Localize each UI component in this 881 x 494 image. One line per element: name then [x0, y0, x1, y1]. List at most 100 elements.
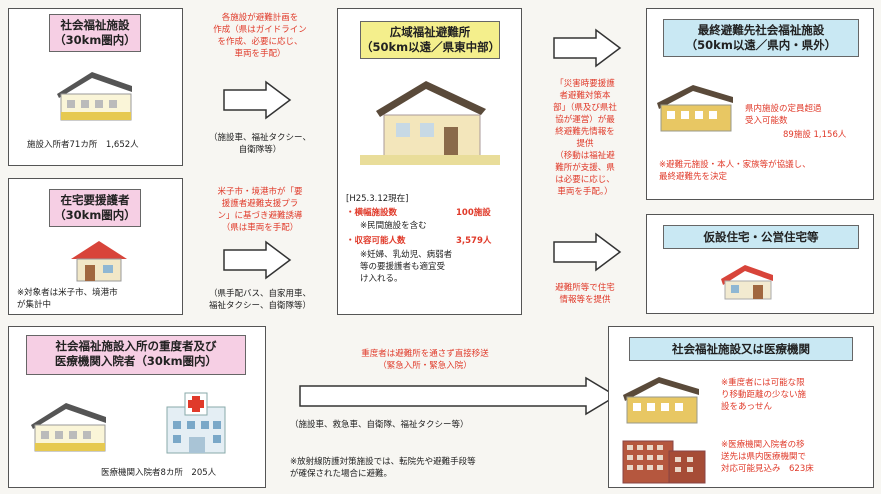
text-line: 自衛隊等）: [238, 145, 282, 155]
arrow-right-icon: [552, 28, 622, 68]
shelter-stat2-label: ・収容可能人数: [346, 236, 406, 246]
arrow1-black-text: （施設車、福祉タクシー、 自衛隊等）: [190, 132, 330, 156]
arrow-right-icon: [552, 232, 622, 272]
arrow2-red-text: 米子市・境港市が「要 援護者避難支援プラ ン」に基づき避難誘導 （県は車両を手配…: [190, 186, 330, 234]
shelter-stat1-note: ※民間施設を含む: [360, 221, 427, 231]
text-line: 県内施設の定員超過: [745, 104, 822, 114]
direct-transfer-red-text: 重度者は避難所を通さず直接移送 （緊急入所・緊急入院）: [300, 348, 550, 372]
radiation-footnote: ※放射線防護対策施設では、転院先や避難手段等 が確保された場合に避難。: [290, 456, 476, 480]
text-line: （県は車両を手配）: [221, 223, 299, 233]
title-line: 社会福祉施設: [60, 18, 130, 32]
text-line: 重度者は避難所を通さず直接移送: [361, 349, 489, 359]
arrow-right-icon: [222, 240, 292, 280]
title-line: （30km圏内）: [54, 33, 136, 47]
text-line: （県手配バス、自家用車、: [208, 289, 311, 299]
note-line: ※妊婦、乳幼児、病弱者: [360, 250, 453, 260]
text-line: 福祉タクシー、自衛隊等）: [209, 301, 311, 311]
arrow2-black-text: （県手配バス、自家用車、 福祉タクシー、自衛隊等）: [190, 288, 330, 312]
wide-area-shelter-box: 広域福祉避難所 （50km以遠／県東中部） [H25.3.12現在] ・横幅施設…: [337, 8, 522, 315]
text-line: 米子市・境港市が「要: [217, 187, 303, 197]
note-line: ※避難元施設・本人・家族等が協議し、: [659, 160, 811, 170]
text-line: ※放射線防護対策施設では、転院先や避難手段等: [290, 457, 476, 467]
note-line: 等の要援護者も適宜受: [360, 262, 446, 272]
arrow-right-icon: [222, 80, 292, 120]
shelter-notes: ※妊婦、乳幼児、病弱者 等の要援護者も適宜受 け入れる。: [360, 249, 452, 285]
shelter-stat1-label: ・横幅施設数: [346, 208, 398, 218]
text-line: （緊急入所・緊急入院）: [378, 361, 472, 371]
text-line: ン」に基づき避難誘導: [217, 211, 303, 221]
welfare-facility-title: 社会福祉施設 （30km圏内）: [49, 14, 141, 52]
shelter-house-icon: [356, 71, 506, 171]
title-line: 最終避難先社会福祉施設: [697, 23, 825, 37]
building-icon: [653, 77, 737, 137]
note-line: が集計中: [17, 300, 52, 310]
final-capacity-text: 県内施設の定員超過 受入可能数: [745, 103, 822, 127]
temporary-housing-title: 仮設住宅・公営住宅等: [663, 225, 859, 249]
direct-transfer-vehicles: （施設車、救急車、自衛隊、福祉タクシー等）: [290, 420, 469, 430]
final-destination-title: 最終避難先社会福祉施設 （50km以遠／県内・県外）: [663, 19, 859, 57]
text-line: 部」（県及び県社: [553, 103, 617, 113]
title-line: 在宅要援護者: [60, 193, 130, 207]
building-icon: [21, 397, 111, 455]
apartment-icon: [621, 433, 707, 485]
text-line: は必要に応じ、: [555, 175, 615, 185]
text-line: 「災害時要援護: [555, 79, 615, 89]
home-care-box: 在宅要援護者 （30km圏内） ※対象者は米子市、境港市 が集計中: [8, 178, 183, 315]
text-line: 終避難先情報を: [555, 127, 615, 137]
home-care-note: ※対象者は米子市、境港市 が集計中: [17, 287, 118, 311]
title-line: 広域福祉避難所: [389, 25, 471, 39]
shelter-stat1-value: 100施設: [456, 208, 491, 218]
middle-bottom-red-text: 避難所等で住宅 情報等を提供: [530, 282, 640, 306]
shelter-stat2-value: 3,579人: [456, 236, 492, 246]
text-line: 援護者避難支援プラ: [221, 199, 299, 209]
title-line: 社会福祉施設入所の重度者及び: [55, 339, 217, 353]
arrow-right-icon: [298, 376, 618, 416]
title-line: （30km圏内）: [54, 208, 136, 222]
text-line: 車両を手配。）: [557, 187, 613, 197]
note-line: 最終避難先を決定: [659, 172, 728, 182]
text-line: 情報等を提供: [559, 295, 611, 305]
text-line: 協が運営）が最: [555, 115, 615, 125]
title-line: （50km以遠／県東中部）: [361, 40, 501, 54]
home-care-title: 在宅要援護者 （30km圏内）: [49, 189, 141, 227]
welfare-or-medical-box: 社会福祉施設又は医療機関 ※重度者には可能な限 り移動距離の少ない施 設をあっせ…: [608, 326, 874, 488]
title-line: （50km以遠／県内・県外）: [685, 38, 837, 52]
text-line: 作成（県はガイドライン: [213, 25, 307, 35]
text-line: （移動は福祉避: [555, 151, 615, 161]
arrow1-red-text: 各施設が避難計画を 作成（県はガイドライン を作成、必要に応じ、 車両を手配）: [190, 12, 330, 60]
text-line: 避難所等で住宅: [555, 283, 615, 293]
final-destination-box: 最終避難先社会福祉施設 （50km以遠／県内・県外） 県内施設の定員超過 受入可…: [646, 8, 874, 200]
note-line: り移動距離の少ない施: [721, 390, 807, 400]
temporary-house-icon: [715, 259, 779, 303]
building-icon: [47, 64, 137, 124]
text-line: 車両を手配）: [234, 49, 286, 59]
note-line: ※重度者には可能な限: [721, 378, 805, 388]
middle-red-text: 「災害時要援護 者避難対策本 部」（県及び県社 協が運営）が最 終避難先情報を …: [530, 78, 640, 198]
severe-patients-title: 社会福祉施設入所の重度者及び 医療機関入院者（30km圏内）: [26, 335, 246, 375]
final-capacity-count: 89施設 1,156人: [783, 130, 847, 140]
house-icon: [67, 237, 131, 283]
wide-area-shelter-title: 広域福祉避難所 （50km以遠／県東中部）: [360, 21, 500, 59]
note-line: ※対象者は米子市、境港市: [17, 288, 118, 298]
medical-note-1: ※重度者には可能な限 り移動距離の少ない施 設をあっせん: [721, 377, 806, 413]
medical-note-2: ※医療機関入院者の移 送先は県内医療機関で 対応可能見込み 623床: [721, 439, 814, 475]
temporary-housing-box: 仮設住宅・公営住宅等: [646, 214, 874, 314]
title-line: 医療機関入院者（30km圏内）: [54, 354, 218, 368]
welfare-or-medical-title: 社会福祉施設又は医療機関: [629, 337, 853, 361]
text-line: 受入可能数: [745, 116, 788, 126]
note-line: 送先は県内医療機関で: [721, 452, 807, 462]
text-line: 者避難対策本: [559, 91, 611, 101]
note-line: 設をあっせん: [721, 402, 773, 412]
severe-patients-count: 医療機関入院者8カ所 205人: [101, 468, 217, 478]
final-note: ※避難元施設・本人・家族等が協議し、 最終避難先を決定: [659, 159, 811, 183]
shelter-date: [H25.3.12現在]: [346, 194, 409, 204]
severe-patients-box: 社会福祉施設入所の重度者及び 医療機関入院者（30km圏内） 医療機関入院者8カ…: [8, 326, 266, 488]
hospital-icon: [159, 387, 231, 459]
text-line: 難所が支援、県: [555, 163, 615, 173]
note-line: 対応可能見込み 623床: [721, 464, 814, 474]
text-line: 各施設が避難計画を: [221, 13, 299, 23]
welfare-facility-box: 社会福祉施設 （30km圏内） 施設入所者71カ所 1,652人: [8, 8, 183, 166]
note-line: ※医療機関入院者の移: [721, 440, 805, 450]
building-icon: [619, 371, 703, 429]
text-line: を作成、必要に応じ、: [217, 37, 303, 47]
